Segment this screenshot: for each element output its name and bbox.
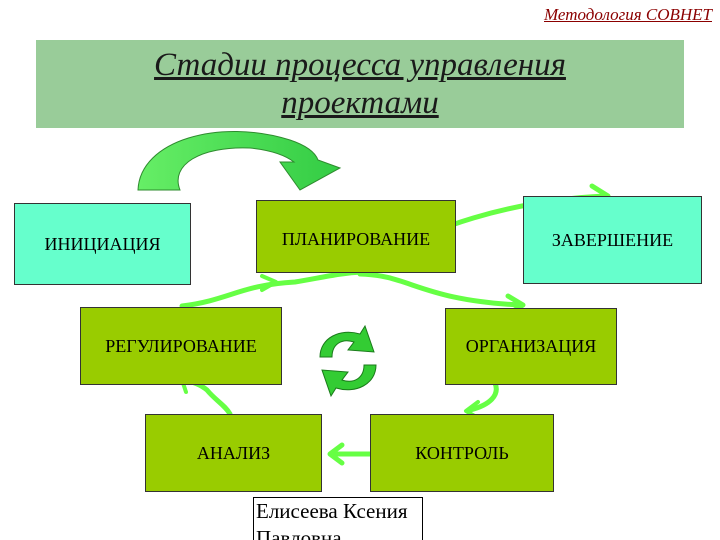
- stage-analysis: АНАЛИЗ: [145, 414, 322, 492]
- author-name: Елисеева Ксения Павловна: [253, 497, 423, 540]
- stage-planning-label: ПЛАНИРОВАНИЕ: [281, 229, 431, 249]
- planning-to-organization-arrow: [357, 271, 523, 308]
- stage-initiation-label: ИНИЦИАЦИЯ: [44, 233, 161, 254]
- stage-control-label: КОНТРОЛЬ: [415, 442, 509, 463]
- analysis-to-regulation-arrow: [182, 377, 233, 417]
- initiation-to-planning-arrow: [137, 130, 342, 191]
- regulation-to-planning-arrow: [179, 269, 365, 309]
- control-to-analysis-arrowhead: [327, 442, 345, 466]
- stage-regulation: РЕГУЛИРОВАНИЕ: [80, 307, 282, 385]
- stage-initiation: ИНИЦИАЦИЯ: [14, 203, 191, 285]
- organization-to-control-arrow: [467, 380, 499, 413]
- page-title: Стадии процесса управления проектами: [154, 47, 566, 121]
- stage-planning: ПЛАНИРОВАНИЕ: [256, 200, 456, 273]
- regulation-to-planning-arrowhead: [260, 274, 278, 292]
- stage-organization-label: ОРГАНИЗАЦИЯ: [465, 336, 597, 356]
- methodology-caption: Методология СОВНЕТ: [544, 5, 712, 24]
- stage-control: КОНТРОЛЬ: [370, 414, 554, 492]
- cycle-icon: [319, 324, 377, 398]
- stage-regulation-label: РЕГУЛИРОВАНИЕ: [105, 335, 257, 356]
- stage-completion: ЗАВЕРШЕНИЕ: [523, 196, 702, 284]
- stage-analysis-label: АНАЛИЗ: [196, 442, 271, 463]
- title-banner: Стадии процесса управления проектами: [36, 40, 684, 128]
- stage-organization: ОРГАНИЗАЦИЯ: [445, 308, 617, 385]
- stage-completion-label: ЗАВЕРШЕНИЕ: [551, 229, 674, 250]
